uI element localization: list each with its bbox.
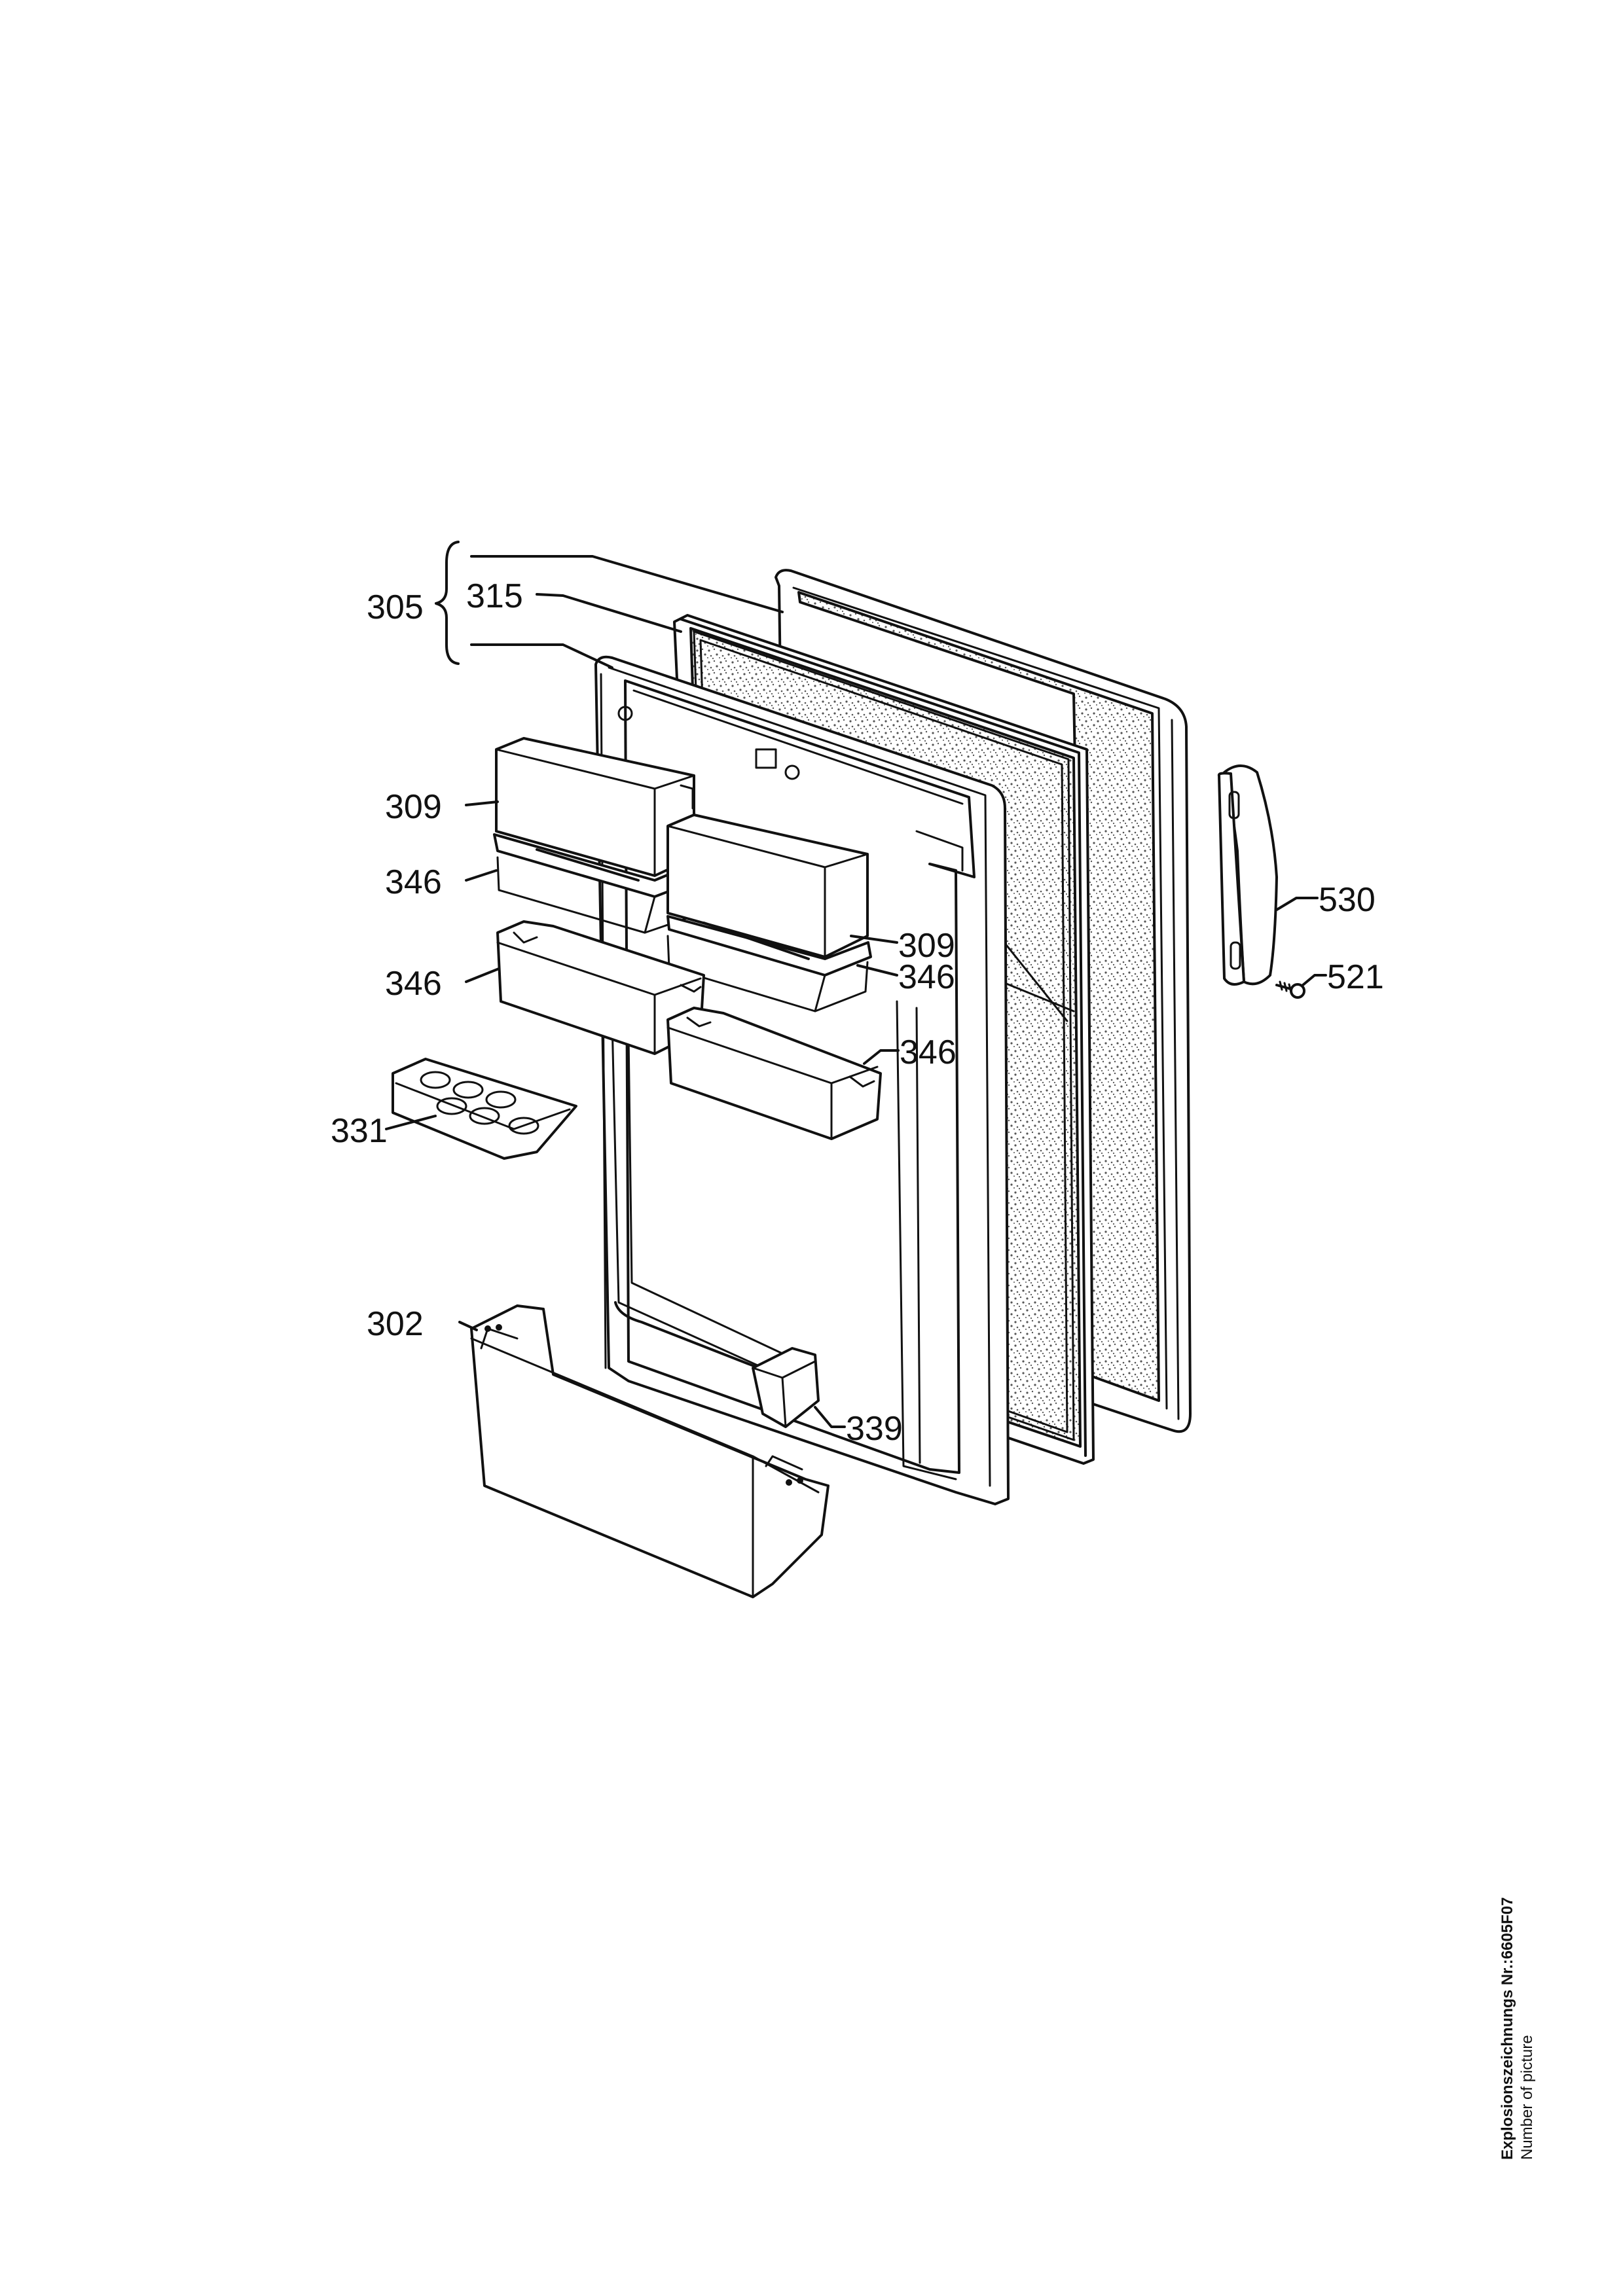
door-shelf-right <box>666 1007 882 1140</box>
callout-302: 302 <box>367 1305 424 1343</box>
leader-lines <box>385 541 1327 1428</box>
callout-346-b: 346 <box>385 965 442 1003</box>
butter-box-left <box>493 737 699 934</box>
door-handle <box>1217 764 1278 986</box>
callout-309-left: 309 <box>385 788 442 826</box>
callout-339: 339 <box>846 1410 903 1448</box>
caption-title: Explosionszeichnungs Nr.:6605F07 <box>1499 1897 1516 2160</box>
callout-346-a: 346 <box>385 863 442 901</box>
hinge-cover <box>752 1347 820 1428</box>
callout-315: 315 <box>466 577 523 615</box>
caption: Explosionszeichnungs Nr.:6605F07 Number … <box>1498 1897 1537 2160</box>
bottle-shelf <box>470 1304 830 1598</box>
callout-331: 331 <box>331 1112 388 1150</box>
callout-521: 521 <box>1327 958 1384 996</box>
callout-305: 305 <box>367 588 424 626</box>
caption-block: Explosionszeichnungs Nr.:6605F07 Number … <box>1498 1897 1577 2166</box>
caption-subtitle: Number of picture <box>1518 2035 1536 2160</box>
callout-309-right: 309 <box>898 927 955 965</box>
door-shelf-left <box>496 920 705 1055</box>
screw <box>1275 980 1305 999</box>
callout-530: 530 <box>1319 881 1376 919</box>
callout-346-c: 346 <box>898 958 955 996</box>
callout-346-d: 346 <box>900 1033 957 1071</box>
butter-box-right <box>666 814 872 1013</box>
egg-tray <box>392 1058 577 1160</box>
